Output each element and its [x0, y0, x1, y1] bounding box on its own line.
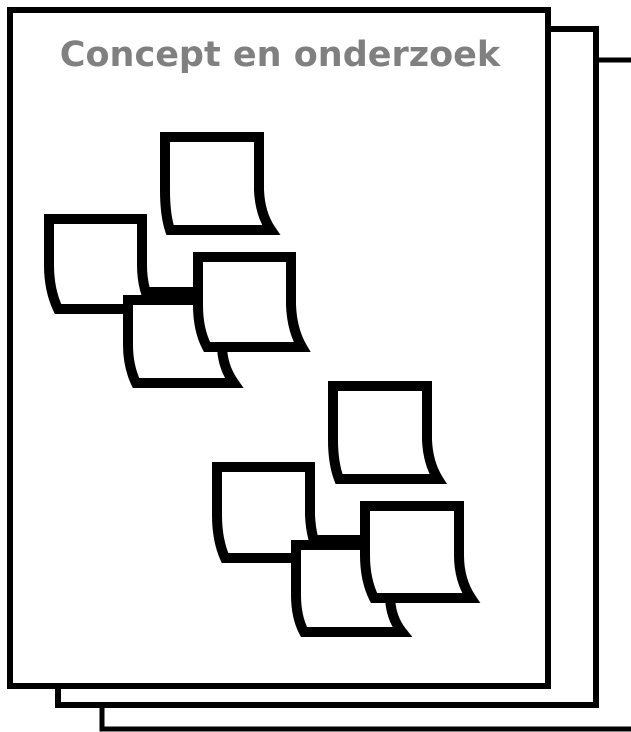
note-group-top — [44, 132, 311, 388]
sticky-note — [360, 501, 481, 603]
back-page-edge — [99, 703, 631, 732]
sticky-note — [193, 252, 311, 352]
sticky-note — [328, 381, 448, 484]
page-title: Concept en onderzoek — [59, 35, 501, 75]
sticky-note — [160, 132, 281, 235]
note-group-bottom — [212, 381, 481, 637]
